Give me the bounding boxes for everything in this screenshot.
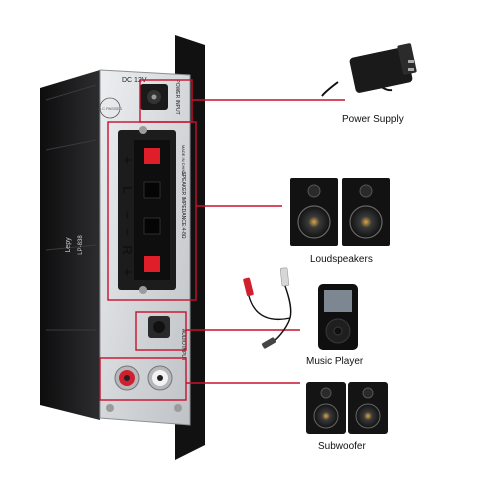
callout-rca-output	[99, 357, 187, 401]
speaker-terminal-block	[118, 126, 176, 294]
player-screen	[324, 290, 352, 312]
terminal-plus-bottom: +	[120, 268, 135, 276]
power-spec-label: DC 12V	[122, 77, 147, 84]
caption-music-player: Music Player	[306, 356, 364, 367]
side-print-brand: Lepy	[65, 237, 72, 253]
terminal-channel-right: R	[120, 245, 135, 255]
rca-jack-red	[114, 365, 140, 391]
loudspeaker-right	[342, 178, 390, 246]
power-supply-adapter	[321, 43, 417, 97]
subwoofer-right	[348, 382, 388, 434]
subwoofers	[306, 382, 388, 434]
power-jack	[140, 84, 168, 110]
terminal-plus-top: +	[120, 156, 135, 164]
right-positive-terminal	[144, 256, 160, 272]
caption-power-supply: Power Supply	[342, 114, 404, 125]
svg-text:Q.C PASSED: Q.C PASSED	[98, 106, 122, 111]
callout-speaker-output	[107, 121, 197, 301]
made-in-label: MADE IN CHINA	[181, 145, 186, 176]
callout-audio-input	[135, 311, 187, 351]
aux-input-jack	[148, 316, 170, 338]
terminal-minus-right: −	[120, 228, 135, 236]
rca-cable	[243, 267, 292, 349]
caption-subwoofer: Subwoofer	[318, 441, 366, 452]
qc-stamp: Q.C PASSED	[98, 97, 122, 119]
amplifier-side	[40, 70, 100, 420]
terminal-channel-left: L	[120, 186, 135, 194]
subwoofer-left	[306, 382, 346, 434]
terminal-minus-left: −	[120, 211, 135, 219]
right-negative-terminal	[143, 217, 161, 235]
power-input-label: POWER INPUT	[174, 79, 180, 114]
left-positive-terminal	[144, 148, 160, 164]
loudspeaker-left	[290, 178, 338, 246]
speaker-impedance-label: SPEAKER IMPEDANCE:4-8Ω	[180, 171, 186, 238]
callouts	[99, 79, 345, 401]
audio-input-label: AUDIO INPUT	[180, 329, 186, 361]
caption-loudspeakers: Loudspeakers	[310, 254, 373, 265]
amplifier: Lepy LP-838 Q.C PASSED DC 12V POWER INPU…	[40, 35, 205, 460]
side-print-model: LP-838	[78, 235, 84, 255]
left-negative-terminal	[143, 181, 161, 199]
loudspeakers	[290, 178, 390, 246]
music-player	[318, 284, 358, 350]
rca-jack-white	[147, 365, 173, 391]
